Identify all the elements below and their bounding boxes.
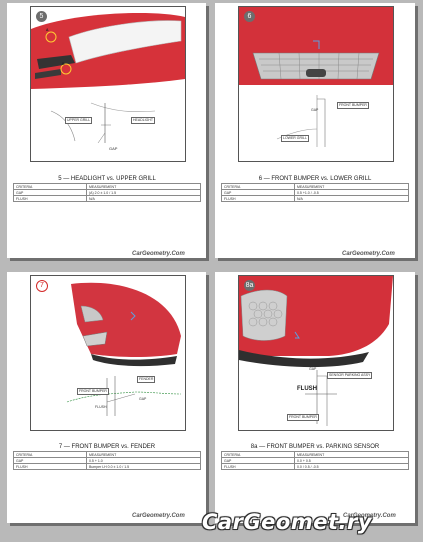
- gap-label: GAP: [139, 397, 147, 401]
- front-bumper-label: FRONT BUMPER: [337, 102, 369, 109]
- parking-sensor-diagram: [239, 276, 393, 426]
- figure-caption: 8a — FRONT BUMPER vs. PARKING SENSOR: [250, 444, 380, 450]
- gap-label: GAP: [309, 367, 317, 371]
- page-watermark: CarGeometry.Com: [132, 513, 185, 519]
- gap-label: GAP: [109, 146, 118, 151]
- flush-label: FLUSH: [297, 386, 317, 392]
- figure-caption: 6 — FRONT BUMPER vs. LOWER GRILL: [258, 176, 372, 182]
- page-front-bumper-vs-fender: 7 FRONT BUMPER FENDER FLUSH GAP 7 — FRON…: [7, 272, 206, 523]
- page-watermark: CarGeometry.Com: [342, 251, 395, 257]
- figure-box: 7 FRONT BUMPER FENDER FLUSH GAP: [30, 275, 186, 431]
- callout-b: B: [62, 62, 65, 66]
- figure-box: 5 A B UPPER GRILL HEADLIGHT GAP: [30, 6, 186, 162]
- flush-label: FLUSH: [95, 405, 107, 409]
- lower-grill-label: LOWER GRILL: [281, 135, 309, 142]
- front-bumper-label: FRONT BUMPER: [287, 414, 319, 421]
- figure-caption: 7 — FRONT BUMPER vs. FENDER: [58, 444, 156, 450]
- page-watermark: CarGeometry.Com: [132, 251, 185, 257]
- headlight-label: HEADLIGHT: [131, 117, 156, 124]
- figure-number-badge: 6: [244, 11, 255, 22]
- page-watermark: CarGeometry.Com: [343, 513, 396, 519]
- page-headlight-vs-upper-grill: 5 A B UPPER GRILL HEADLIGHT GAP 5 — HEAD…: [7, 3, 206, 258]
- front-bumper-label: FRONT BUMPER: [77, 388, 109, 395]
- page-front-bumper-vs-lower-grill: 6 FRONT BUMPER GAP LOWER GRILL 6 — FRONT…: [215, 3, 415, 258]
- page-front-bumper-vs-parking-sensor: 8a GAP SENSOR PARKING ASSY FLUSH FRONT B…: [215, 272, 415, 523]
- headlight-diagram: [31, 13, 185, 144]
- sensor-parking-assy-label: SENSOR PARKING ASSY: [327, 372, 373, 379]
- gap-label: GAP: [311, 108, 319, 112]
- fender-label: FENDER: [137, 376, 156, 383]
- figure-number-badge: 8a: [244, 280, 255, 291]
- figure-number-badge: 7: [36, 280, 48, 292]
- fender-diagram: [66, 282, 182, 416]
- figure-number-badge: 5: [36, 11, 47, 22]
- figure-caption: 5 — HEADLIGHT vs. UPPER GRILL: [58, 176, 156, 182]
- callout-a: A: [46, 28, 49, 32]
- site-watermark: CarGeomet.ry: [202, 510, 373, 534]
- figure-box: 8a GAP SENSOR PARKING ASSY FLUSH FRONT B…: [238, 275, 394, 431]
- upper-grill-label: UPPER GRILL: [65, 117, 93, 124]
- figure-box: 6 FRONT BUMPER GAP LOWER GRILL: [238, 6, 394, 162]
- lower-grill-diagram: [239, 7, 393, 147]
